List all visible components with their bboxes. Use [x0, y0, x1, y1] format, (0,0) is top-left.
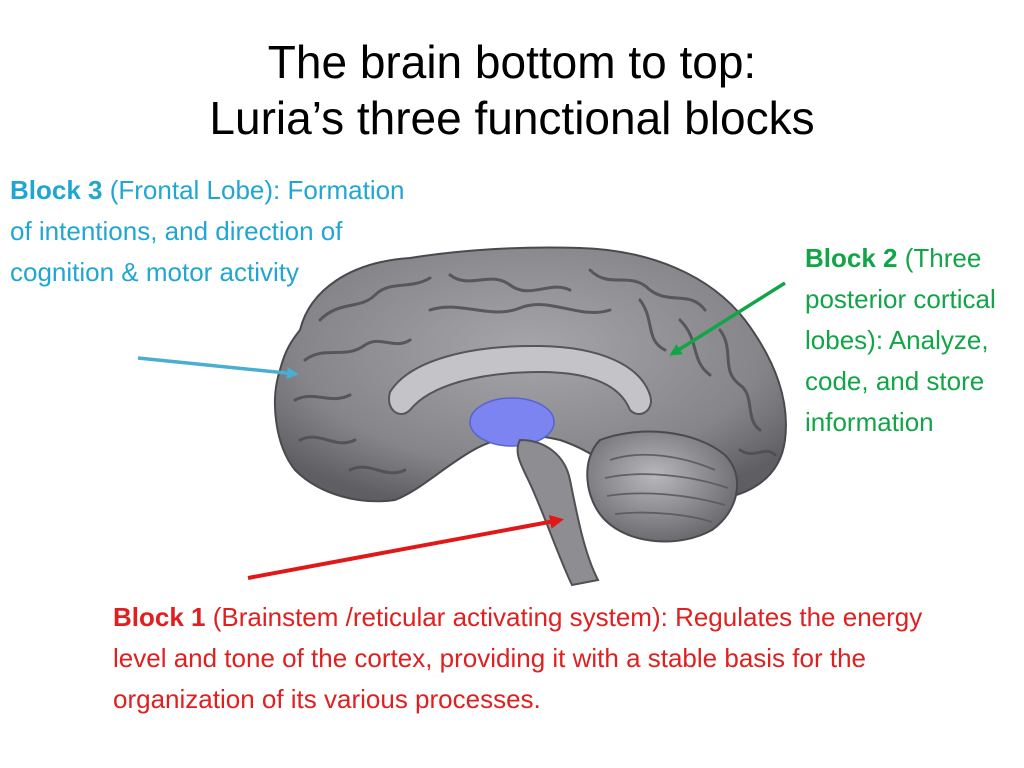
block2-label: Block 2 (Three posterior cortical lobes)… [805, 238, 1020, 443]
slide-title: The brain bottom to top: Luria’s three f… [0, 34, 1024, 146]
block1-text: (Brainstem /reticular activating system)… [113, 602, 923, 714]
corpus-callosum [388, 344, 652, 415]
block1-label: Block 1 (Brainstem /reticular activating… [113, 597, 933, 720]
title-line-1: The brain bottom to top: [267, 36, 757, 88]
block1-arrow [247, 514, 564, 580]
title-line-2: Luria’s three functional blocks [209, 92, 815, 144]
thalamus [469, 397, 555, 447]
block2-arrow [669, 281, 786, 356]
block3-label: Block 3 (Frontal Lobe): Formation of int… [10, 170, 430, 293]
block3-text: (Frontal Lobe): Formation of intentions,… [10, 175, 405, 287]
cerebellum-folia [604, 453, 729, 523]
block2-heading: Block 2 [805, 243, 898, 273]
block3-heading: Block 3 [10, 175, 103, 205]
gyri-pattern [293, 268, 777, 475]
cerebellum [586, 430, 739, 543]
brainstem [516, 438, 600, 587]
block3-arrow [137, 356, 299, 380]
block2-text: (Three posterior cortical lobes): Analyz… [805, 243, 996, 437]
block1-heading: Block 1 [113, 602, 206, 632]
